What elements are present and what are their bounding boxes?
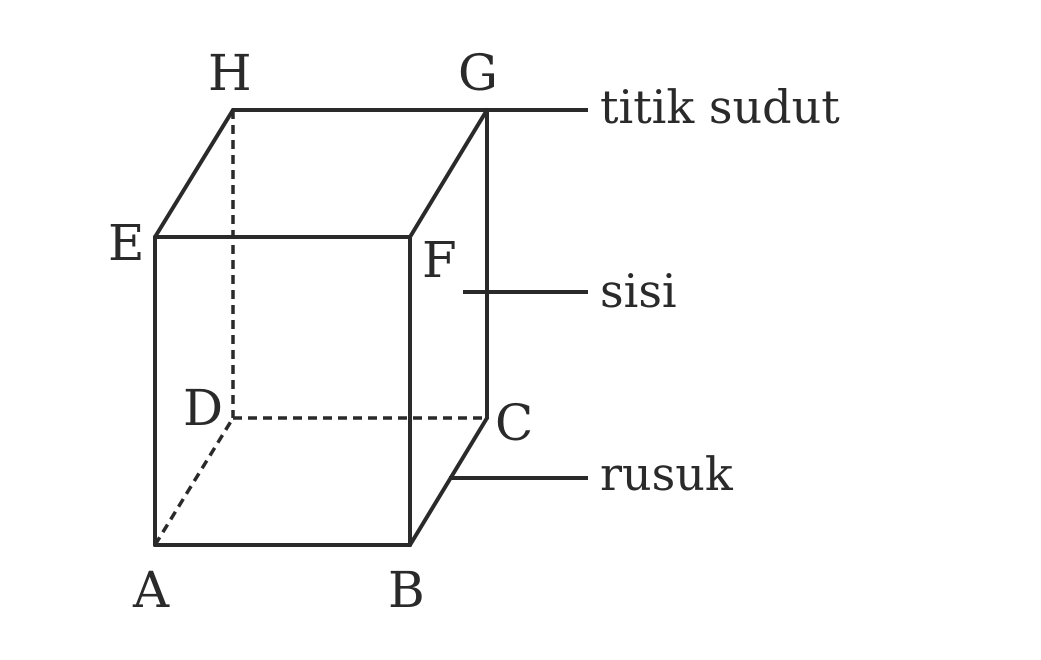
vertex-label-B: B [388,561,425,619]
vertex-label-A: A [132,561,170,619]
vertex-label-G: G [458,44,498,102]
vertex-label-C: C [495,394,533,452]
vertex-label-F: F [422,231,457,289]
edge-AD-hidden [153,417,235,546]
edge-GF [408,108,489,239]
edge-CB [408,416,489,547]
vertex-label-E: E [108,214,145,272]
callout-face-label: sisi [600,264,677,318]
vertex-label-H: H [208,44,252,102]
vertex-label-D: D [183,379,223,437]
edge-EH [153,108,235,239]
callout-vertex-label: titik sudut [600,80,840,134]
callout-edge-label: rusuk [600,447,734,501]
